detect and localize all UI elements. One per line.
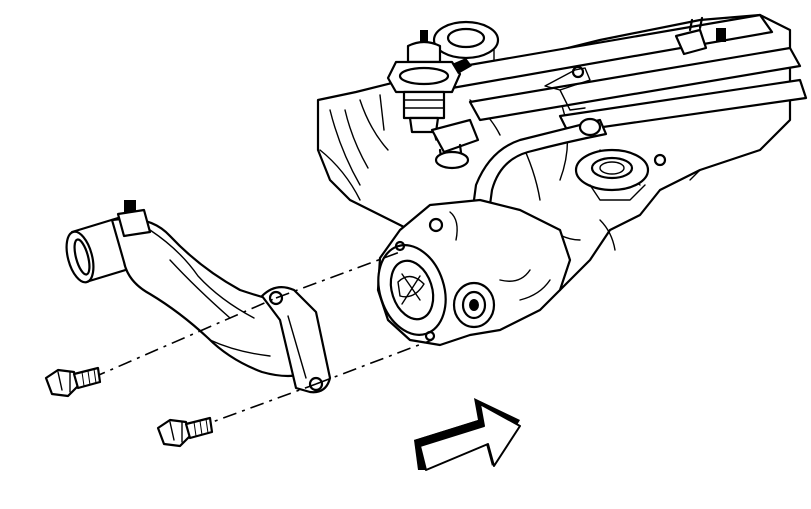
front-direction-arrow	[414, 398, 521, 471]
bolt-lower	[156, 416, 214, 448]
alignment-lines	[91, 251, 433, 429]
thermostat-housing	[376, 198, 572, 347]
water-outlet-pipe	[65, 200, 332, 394]
bolt-upper	[44, 366, 102, 398]
fuel-pressure-regulator	[386, 30, 480, 170]
